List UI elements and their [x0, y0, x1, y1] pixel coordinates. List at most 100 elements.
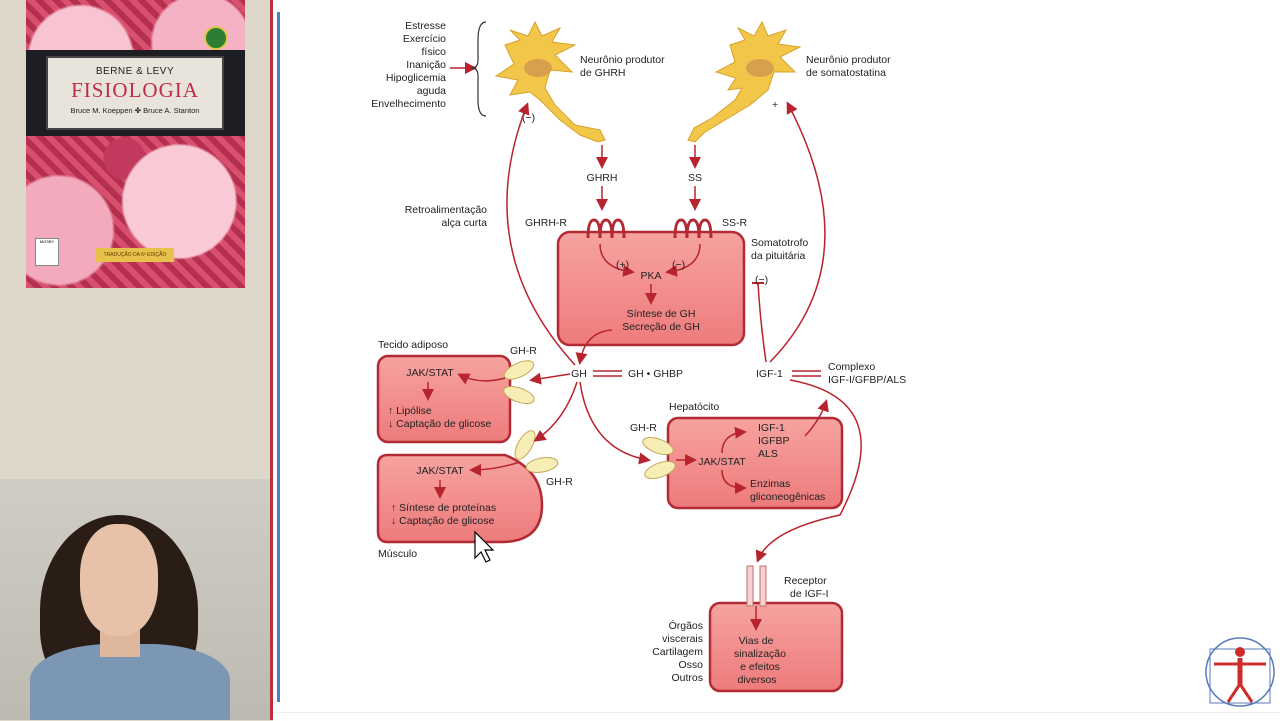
book-cover: BERNE & LEVY FISIOLOGIA Bruce M. Koeppen… — [26, 0, 245, 288]
igf-ss-feedback-arrow — [769, 101, 826, 363]
target-5: Outros — [671, 672, 703, 684]
complex-label-1: Complexo — [828, 361, 875, 373]
gh-receptor-icon — [642, 436, 674, 456]
ghrh-neuron-label-1: Neurônio produtor — [580, 54, 665, 66]
gh-receptor-icon — [644, 460, 676, 480]
igf1-label: IGF-1 — [756, 368, 783, 380]
gh-muscle-arrow — [533, 381, 578, 442]
ghrh-r-label: GHRH-R — [525, 217, 567, 229]
stimuli-brace — [471, 21, 487, 117]
adipose-effect-2: ↓ Captação de glicose — [388, 418, 491, 430]
gh-secretion-label: Secreção de GH — [622, 321, 700, 333]
adipose-title: Tecido adiposo — [378, 339, 448, 351]
gh-secretion-arrow — [575, 329, 613, 365]
igf-receptor-label-1: Receptor — [784, 575, 827, 587]
bottom-bar — [273, 712, 1280, 721]
muscle-effect-2: ↓ Captação de glicose — [391, 515, 494, 527]
publisher-logo: MOSBY — [35, 238, 59, 266]
igf-target-arrow — [755, 379, 862, 563]
minus-igf-label: (−) — [755, 274, 768, 286]
somatotroph-label-1: Somatotrofo — [751, 237, 808, 249]
plus-label: (+) — [616, 259, 629, 271]
stimulus-7: Envelhecimento — [371, 98, 446, 110]
hepato-product-2: IGFBP — [758, 435, 790, 447]
hepato-enzymes-2: gliconeogênicas — [750, 491, 825, 503]
minus-label: (−) — [672, 259, 685, 271]
plus-ss-label: + — [772, 99, 778, 111]
ss-pka-arrow — [665, 243, 701, 277]
complex-label-2: IGF-I/GFBP/ALS — [828, 374, 906, 386]
stimulus-3: físico — [421, 46, 446, 58]
book-label: BERNE & LEVY FISIOLOGIA Bruce M. Koeppen… — [46, 56, 224, 130]
igf-pituitary-feedback-line — [757, 281, 767, 363]
signal-effect-3: e efeitos — [740, 661, 780, 673]
signal-effect-1: Vias de — [739, 635, 774, 647]
adipose-jak-stat: JAK/STAT — [406, 367, 454, 379]
muscle-effect-1: ↑ Síntese de proteínas — [391, 502, 496, 514]
left-panel: BERNE & LEVY FISIOLOGIA Bruce M. Koeppen… — [0, 0, 270, 720]
stimulus-4: Inanição — [406, 59, 446, 71]
ss-receptor-icon — [673, 218, 713, 239]
ghrh-receptor-icon — [586, 218, 626, 239]
book-series: BERNE & LEVY — [95, 66, 175, 77]
feedback-label-1: Retroalimentação — [405, 204, 487, 216]
target-1: Órgãos — [669, 619, 703, 632]
gh-receptor-icon — [503, 385, 535, 405]
hepatocyte-title: Hepatócito — [669, 401, 719, 413]
book-author-2: Bruce A. Stanton — [143, 106, 200, 115]
gh-ghbp-label: GH • GHBP — [628, 368, 683, 380]
adipose-effect-1: ↑ Lipólise — [388, 405, 432, 417]
ss-neuron-label-1: Neurônio produtor — [806, 54, 891, 66]
hepato-product-1: IGF-1 — [758, 422, 785, 434]
igf-receptor-icon — [746, 565, 767, 607]
ss-neuron-label-2: de somatostatina — [806, 67, 886, 79]
igf-receptor-label-2: de IGF-I — [790, 588, 829, 600]
feedback-label-2: alça curta — [441, 217, 487, 229]
gh-hepatocyte-arrow — [579, 381, 651, 465]
mouse-pointer-icon — [474, 530, 495, 563]
gh-label: GH — [571, 368, 587, 380]
presenter-video — [0, 479, 270, 720]
signal-effect-4: diversos — [737, 674, 776, 686]
stimulus-2: Exercício — [403, 33, 446, 45]
gh-adipose-arrow — [529, 372, 571, 385]
book-title: FISIOLOGIA — [71, 78, 199, 102]
hepato-products-arrow — [721, 426, 747, 454]
hepato-jak-stat: JAK/STAT — [698, 456, 746, 468]
gh-synthesis-label: Síntese de GH — [627, 308, 696, 320]
muscle-jak-stat: JAK/STAT — [416, 465, 464, 477]
panel-divider — [270, 0, 273, 720]
ss-neuron-icon — [687, 20, 802, 143]
hepato-gh-r-label: GH-R — [630, 422, 657, 434]
somatotroph-label-2: da pituitária — [751, 250, 805, 262]
adipose-signal-arrow — [457, 373, 506, 385]
award-seal-icon — [204, 26, 228, 50]
stimulus-5: Hipoglicemia — [386, 72, 446, 84]
gh-receptor-icon — [525, 457, 559, 473]
muscle-gh-r-label: GH-R — [546, 476, 573, 488]
hepato-enzymes-arrow — [721, 469, 747, 494]
short-loop-feedback-arrow — [506, 102, 576, 366]
hepato-product-3: ALS — [758, 448, 778, 460]
adipose-cell — [376, 354, 512, 444]
ss-label: SS — [688, 172, 702, 184]
ghrh-neuron-icon — [494, 20, 606, 143]
gh-receptor-icon — [514, 430, 536, 460]
signal-effect-2: sinalização — [734, 648, 786, 660]
stimulus-1: Estresse — [405, 20, 446, 32]
target-2: viscerais — [662, 633, 703, 645]
pka-label: PKA — [640, 270, 661, 282]
stimuli-list: Estresse Exercício físico Inanição Hipog… — [371, 20, 446, 110]
book-authors: Bruce M. Koeppen ✤ Bruce A. Stanton — [48, 106, 222, 115]
target-cell — [708, 601, 844, 693]
ghrh-pka-arrow — [599, 243, 635, 277]
muscle-cell — [376, 453, 544, 544]
edition-badge: TRADUÇÃO DA 6ª EDIÇÃO — [96, 248, 174, 262]
adipose-gh-r-label: GH-R — [510, 345, 537, 357]
muscle-signal-arrow — [469, 461, 521, 476]
book-author-1: Bruce M. Koeppen — [70, 106, 133, 115]
vitruvian-man-icon — [1205, 637, 1275, 707]
ghrh-neuron-label-2: de GHRH — [580, 67, 626, 79]
slide-accent-line — [277, 12, 280, 702]
